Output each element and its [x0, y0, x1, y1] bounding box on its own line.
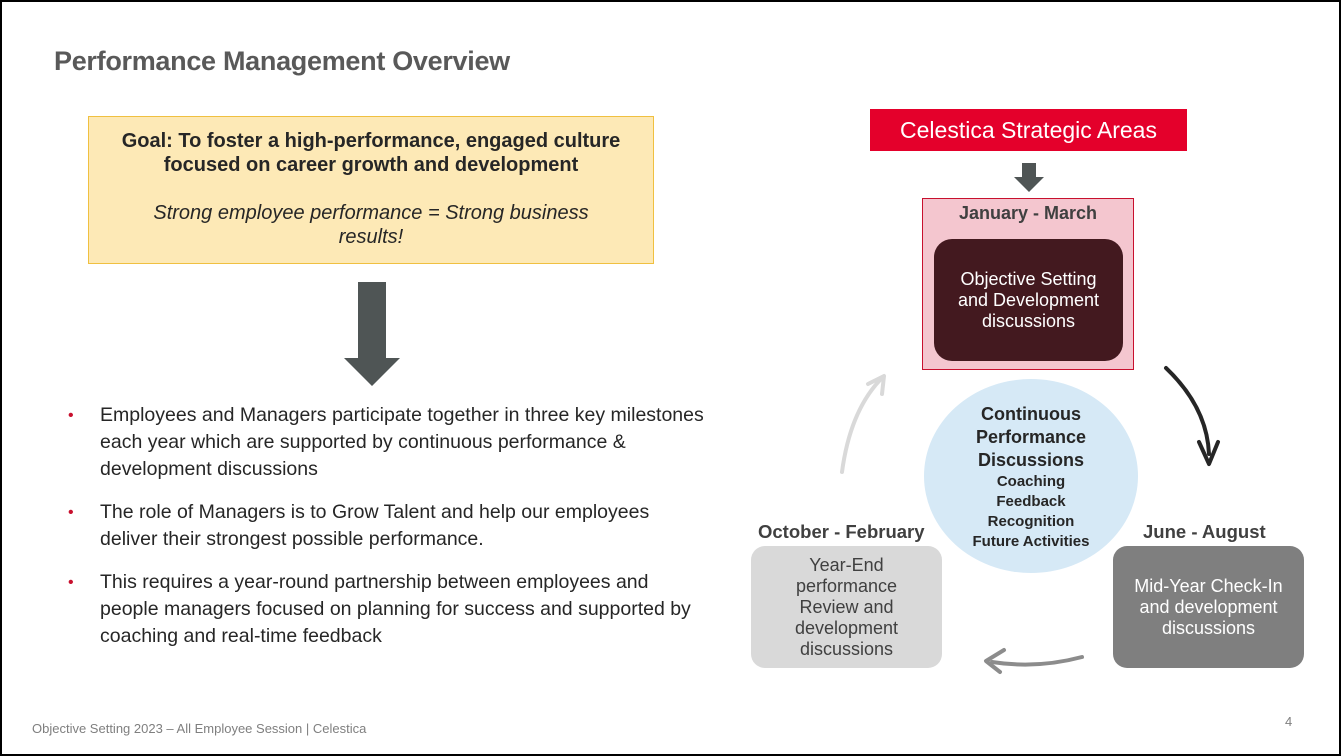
jun-aug-label: June - August: [1143, 521, 1266, 542]
strategic-areas-banner: Celestica Strategic Areas: [870, 109, 1187, 151]
curved-arrow-right-icon: [1164, 366, 1220, 466]
jan-mar-card: Objective Setting and Development discus…: [934, 239, 1123, 361]
page-number: 4: [1285, 714, 1293, 729]
curved-arrow-left-icon: [840, 374, 886, 474]
bullet-list: Employees and Managers participate toget…: [66, 402, 706, 666]
oct-feb-card: Year-End performance Review and developm…: [751, 546, 942, 668]
jan-mar-label: January - March: [958, 203, 1098, 223]
goal-tagline: Strong employee performance = Strong bus…: [153, 202, 589, 248]
circle-items: Coaching Feedback Recognition Future Act…: [924, 472, 1138, 552]
goal-heading: Goal: To foster a high-performance, enga…: [121, 130, 621, 176]
circle-item: Coaching: [996, 473, 1066, 490]
bullet-item: This requires a year-round partnership b…: [66, 569, 706, 650]
jun-aug-text: Mid-Year Check-In and development discus…: [1134, 575, 1283, 638]
footer-text: Objective Setting 2023 – All Employee Se…: [32, 721, 367, 736]
bullet-item: Employees and Managers participate toget…: [66, 402, 706, 483]
curved-arrow-bottom-icon: [984, 648, 1084, 674]
jun-aug-card: Mid-Year Check-In and development discus…: [1113, 546, 1304, 668]
goal-box: Goal: To foster a high-performance, enga…: [88, 116, 654, 264]
circle-item: Future Activities: [972, 533, 1090, 550]
continuous-discussions-circle: Continuous Performance Discussions Coach…: [924, 379, 1138, 573]
small-down-arrow-icon: [1014, 163, 1044, 192]
oct-feb-label: October - February: [758, 521, 925, 542]
bullet-item: The role of Managers is to Grow Talent a…: [66, 499, 706, 553]
circle-heading: Continuous Performance Discussions: [975, 404, 1087, 470]
circle-item: Feedback: [996, 493, 1066, 510]
jan-mar-milestone: January - March Objective Setting and De…: [922, 198, 1134, 370]
jan-mar-text: Objective Setting and Development discus…: [957, 268, 1100, 331]
circle-item: Recognition: [987, 513, 1075, 530]
down-arrow-icon: [344, 282, 400, 386]
page-title: Performance Management Overview: [54, 46, 510, 76]
oct-feb-text: Year-End performance Review and developm…: [794, 554, 899, 659]
